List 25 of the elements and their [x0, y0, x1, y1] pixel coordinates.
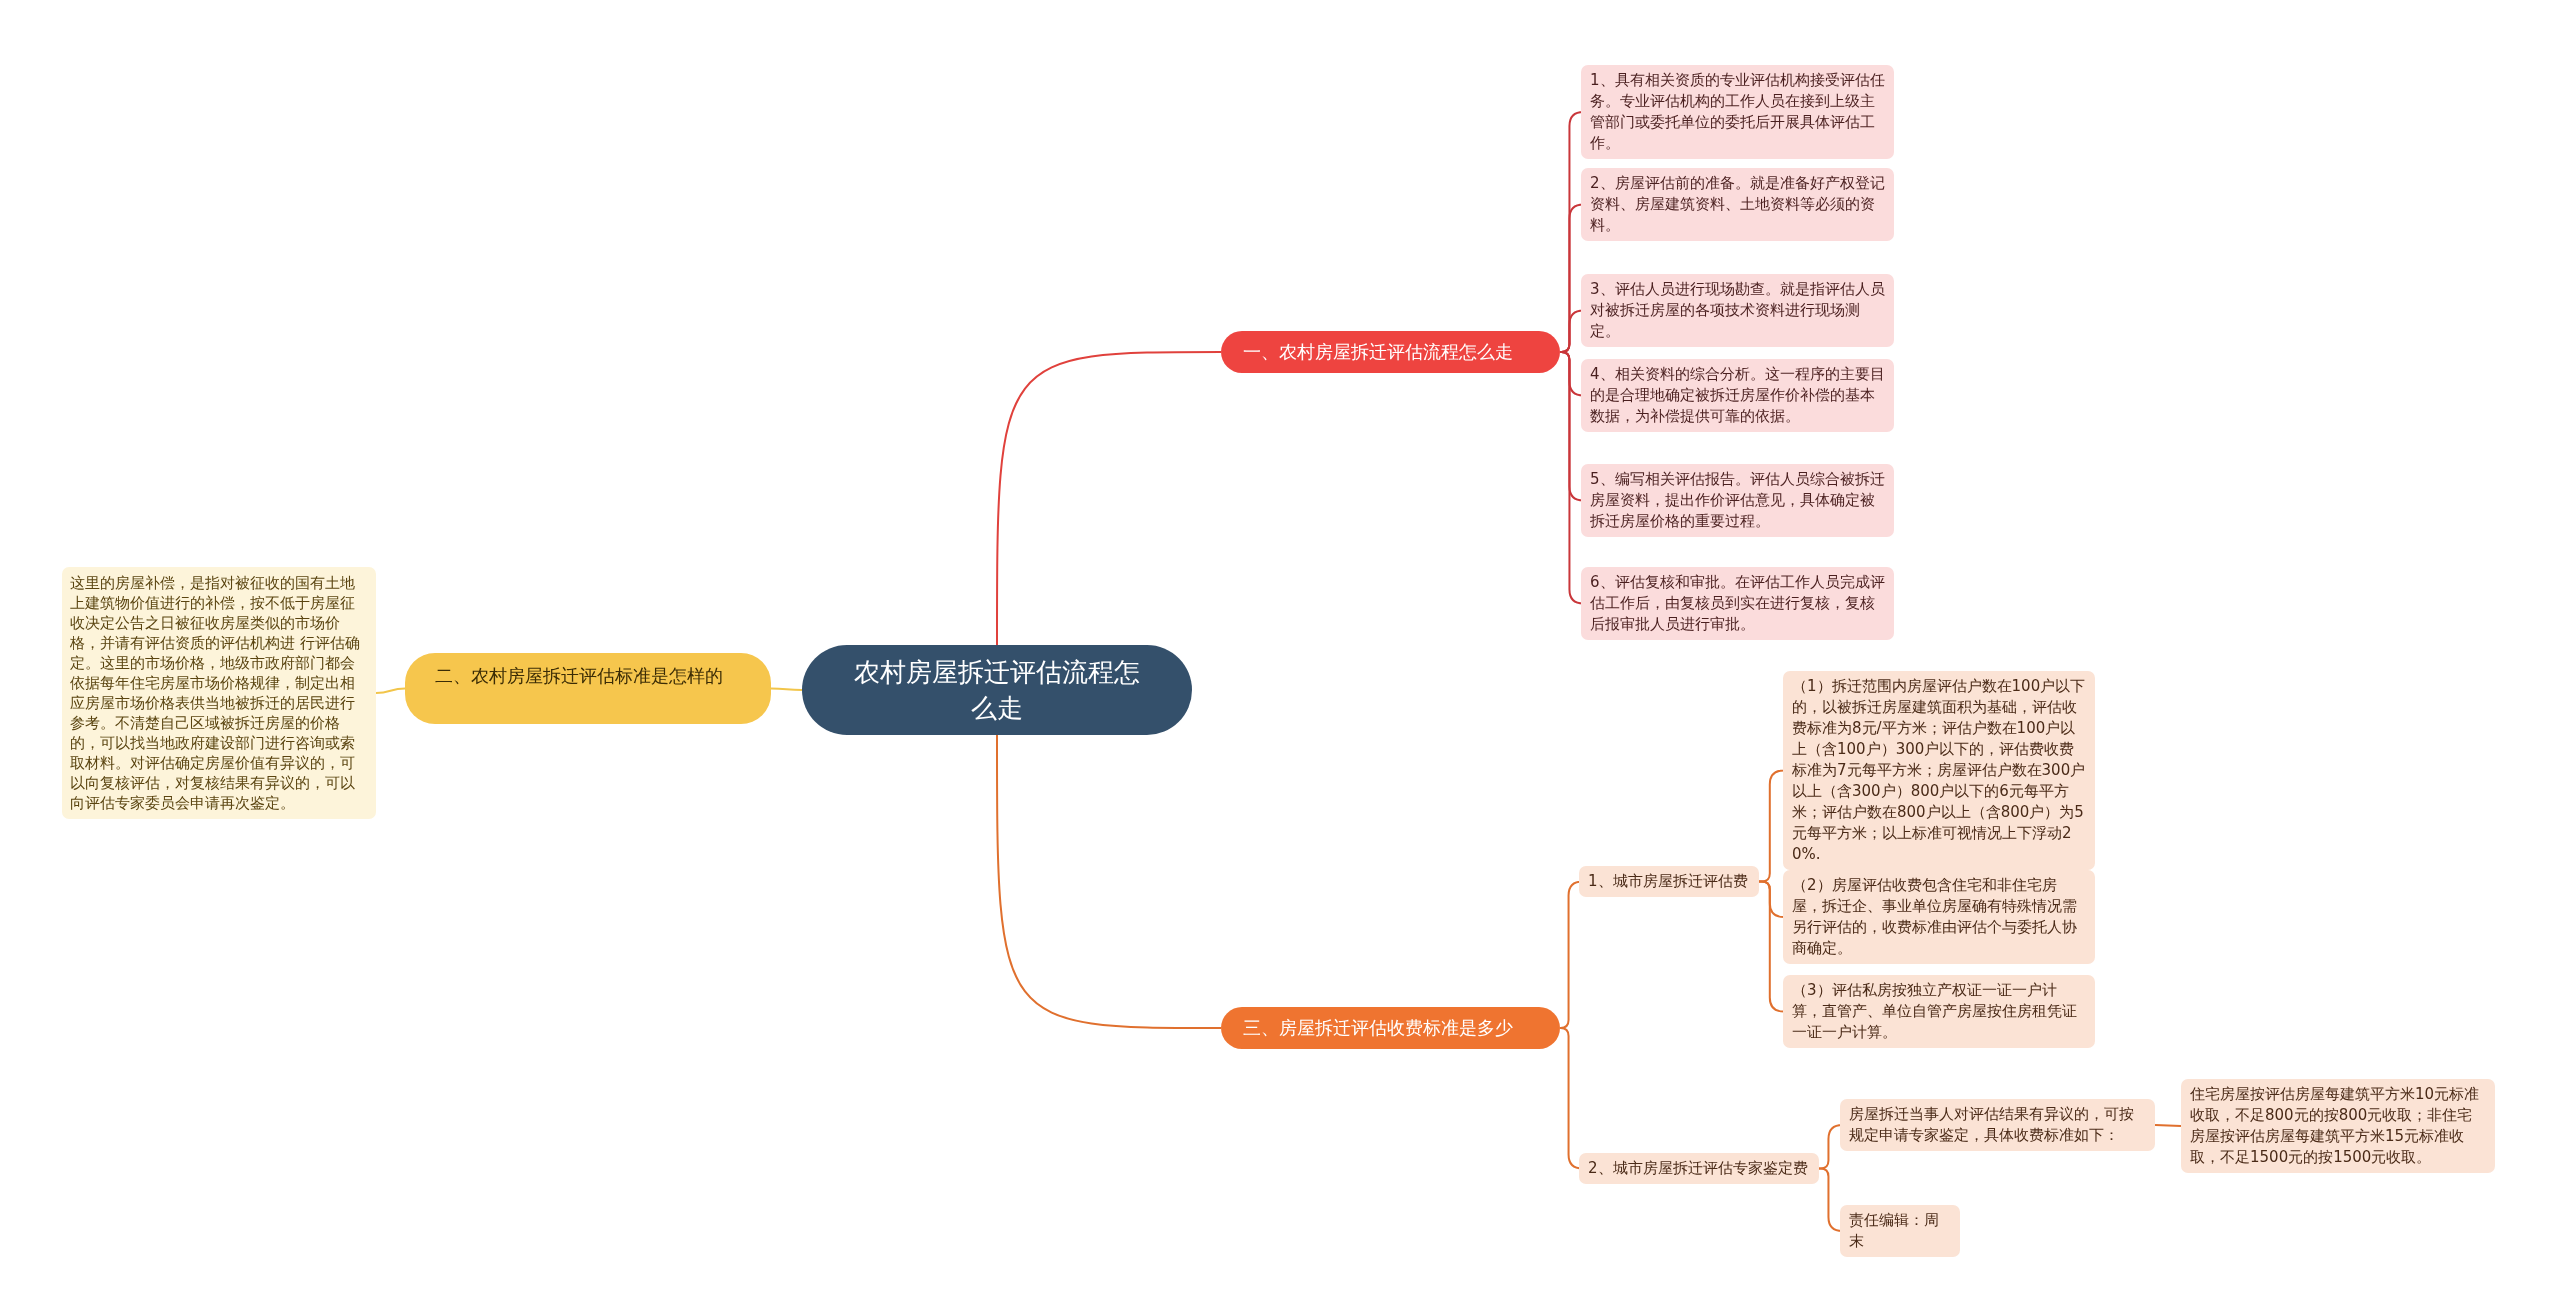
- connector-line: [996, 351, 1222, 646]
- text-card: （3）评估私房按独立产权证一证一户计算，直管产、单位自管产房屋按住房租凭证一证一户计算。: [1783, 975, 2095, 1048]
- branch-topic: 三、房屋拆迁评估收费标准是多少: [1221, 1007, 1560, 1049]
- connector-line: [375, 687, 406, 694]
- subtopic-box: 1、城市房屋拆迁评估费: [1579, 866, 1759, 897]
- branch-topic: 二、农村房屋拆迁评估标准是怎样的: [405, 653, 771, 724]
- text-card: 这里的房屋补偿，是指对被征收的国有土地上建筑物价值进行的补偿，按不低于房屋征收决定公告之日被征收房屋类似的市场价格，并请有评估资质的评估机构进 行评估确定。这里的市场价格，地级市政府部门都会依据每年住宅房屋市场价格规律，制定出相应房屋市场价格表供当地被拆迁的居民进行参考。不清楚自己区域被拆迁房屋的价格的，可以找当地政府建设部门进行咨询或索取材料。对评估确定房屋价值有异议的，可以向复核评估，对复核结果有异议的，可以向评估专家委员会申请再次鉴定。: [62, 567, 376, 819]
- subtopic-box: 2、城市房屋拆迁评估专家鉴定费: [1579, 1153, 1819, 1184]
- connector-line: [2154, 1124, 2182, 1127]
- text-card: 6、评估复核和审批。在评估工作人员完成评估工作后，由复核员到实在进行复核，复核后报审批人员进行审批。: [1581, 567, 1894, 640]
- text-card: （1）拆迁范围内房屋评估户数在100户以下的，以被拆迁房屋建筑面积为基础，评估收费标准为8元/平方米；评估户数在100户以上（含100户）300户以下的，评估费收费标准为7元每平方米；房屋评估户数在300户以上（含300户）800户以下的6元每平方米；评估户数在800户以上（含800户）为5元每平方米；以上标准可视情况上下浮动20%.: [1783, 671, 2095, 870]
- text-card: 1、具有相关资质的专业评估机构接受评估任务。专业评估机构的工作人员在接到上级主管部门或委托单位的委托后开展具体评估工作。: [1581, 65, 1894, 159]
- connector-line: [1758, 880, 1785, 1013]
- text-card: 4、相关资料的综合分析。这一程序的主要目的是合理地确定被拆迁房屋作价补偿的基本数据，为补偿提供可靠的依据。: [1581, 359, 1894, 432]
- text-card: 住宅房屋按评估房屋每建筑平方米10元标准收取，不足800元的按800元收取；非住宅房屋按评估房屋每建筑平方米15元标准收取，不足1500元的按1500元收取。: [2181, 1079, 2495, 1173]
- text-card: 责任编辑：周末: [1840, 1205, 1960, 1257]
- text-card: 5、编写相关评估报告。评估人员综合被拆迁房屋资料，提出作价评估意见，具体确定被拆迁房屋价格的重要过程。: [1581, 464, 1894, 537]
- connector-line: [770, 687, 803, 691]
- text-card: 3、评估人员进行现场勘查。就是指评估人员对被拆迁房屋的各项技术资料进行现场测定。: [1581, 274, 1894, 347]
- text-card: 房屋拆迁当事人对评估结果有异议的，可按规定申请专家鉴定，具体收费标准如下：: [1840, 1099, 2155, 1151]
- central-topic: 农村房屋拆迁评估流程怎么走: [802, 645, 1192, 735]
- text-card: 2、房屋评估前的准备。就是准备好产权登记资料、房屋建筑资料、土地资料等必须的资料。: [1581, 168, 1894, 241]
- connector-line: [996, 734, 1222, 1029]
- text-card: （2）房屋评估收费包含住宅和非住宅房屋，拆迁企、事业单位房屋确有特殊情况需另行评估的，收费标准由评估个与委托人协商确定。: [1783, 870, 2095, 964]
- branch-topic: 一、农村房屋拆迁评估流程怎么走: [1221, 331, 1560, 373]
